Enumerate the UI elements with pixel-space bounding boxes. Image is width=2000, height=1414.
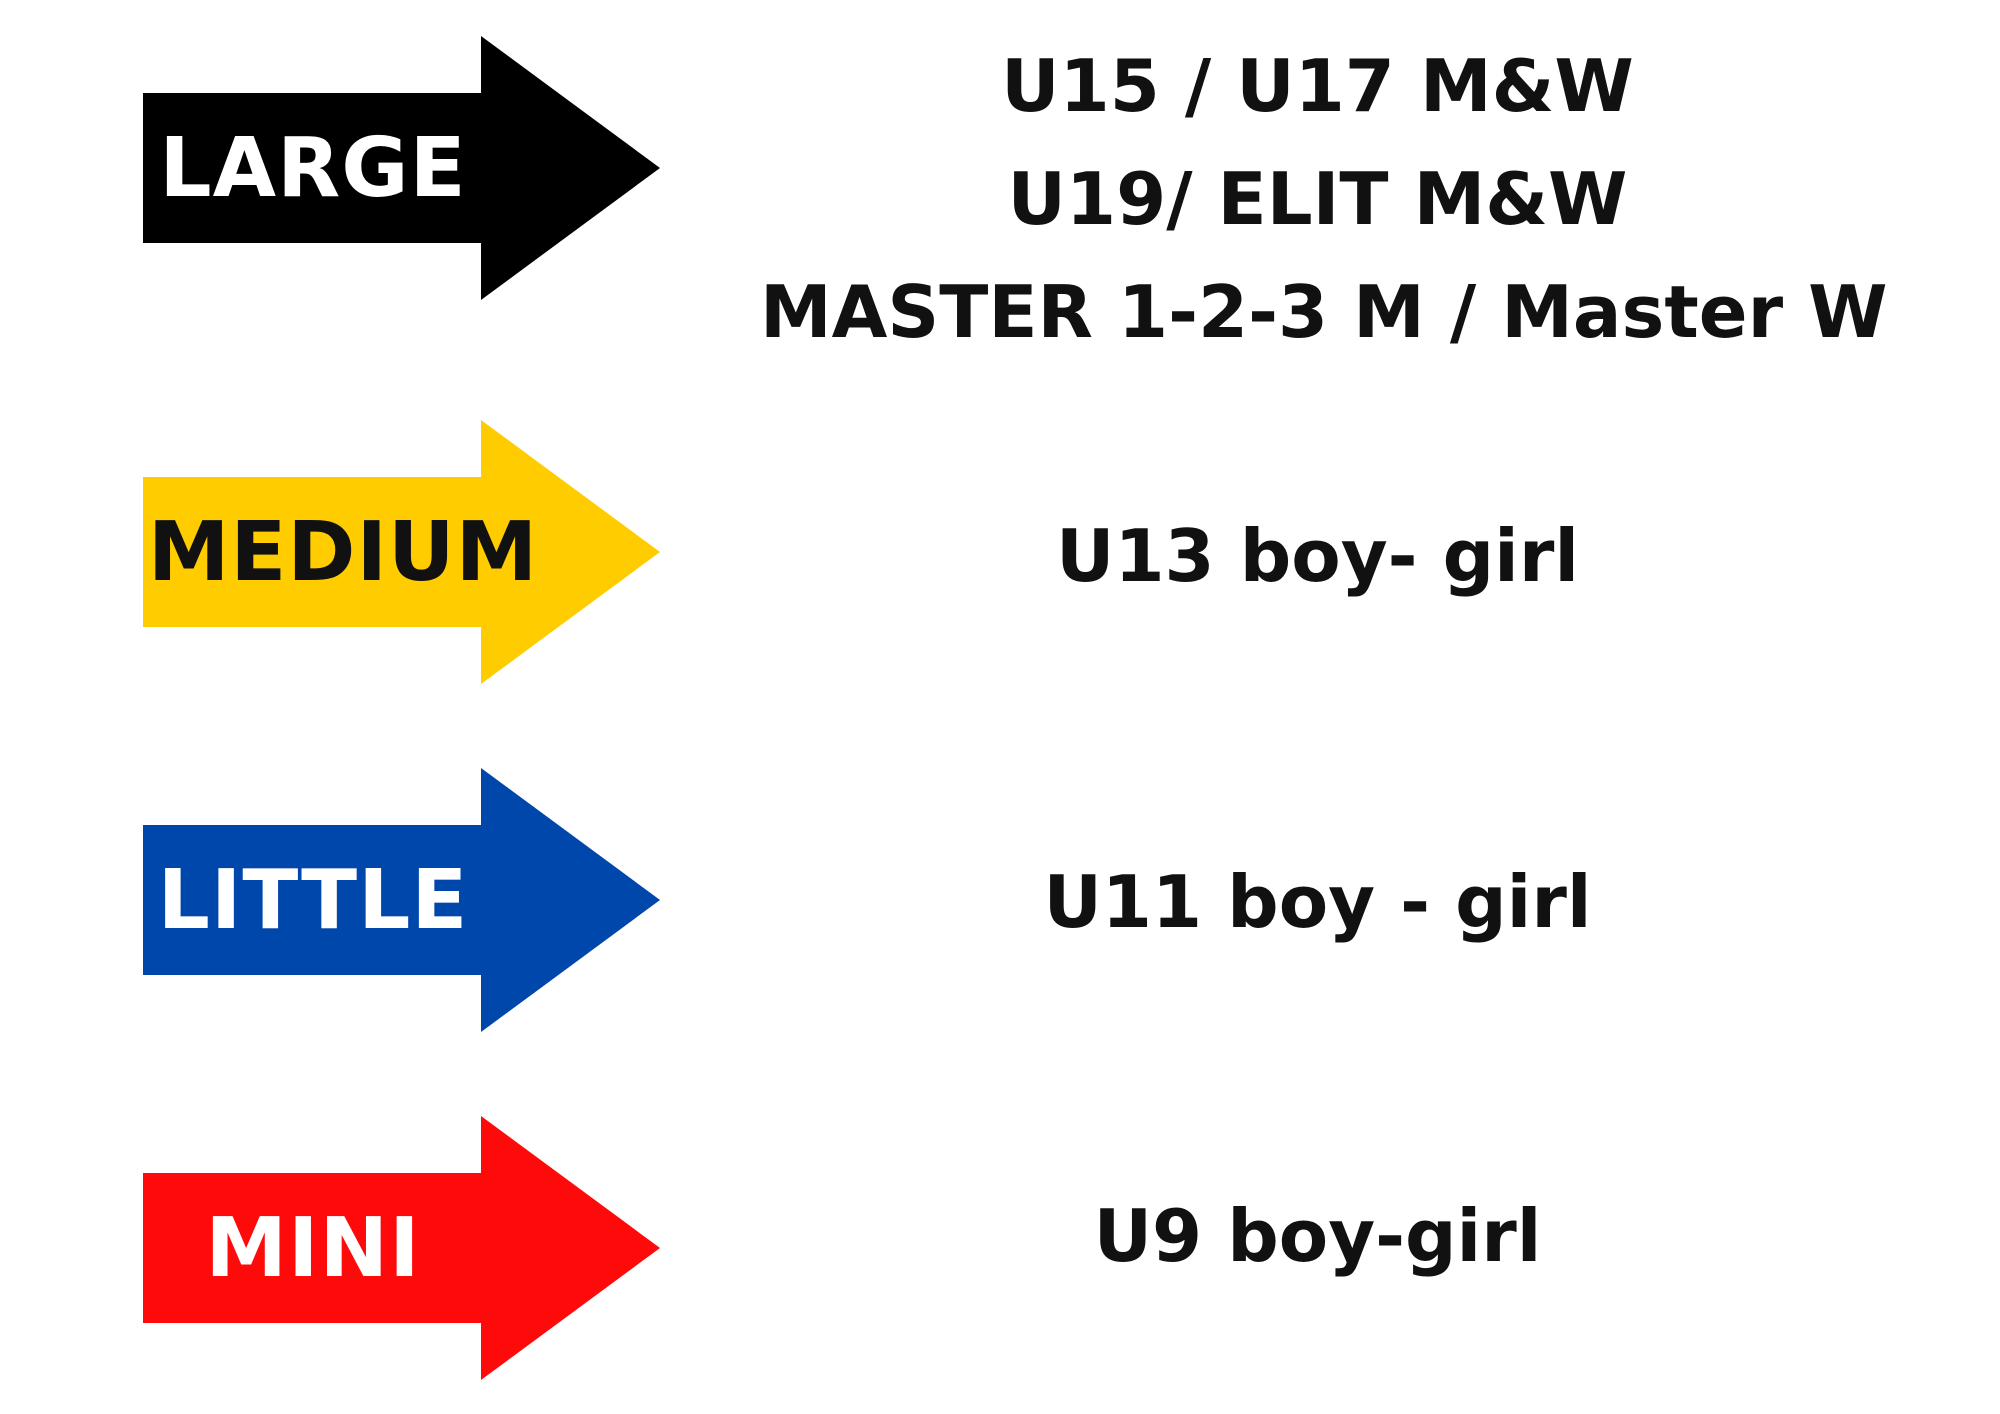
large-arrow: LARGE bbox=[143, 36, 660, 300]
mini-label: MINI bbox=[205, 1200, 421, 1296]
category-line: U13 boy- girl bbox=[1055, 514, 1580, 598]
category-line: U19/ ELIT M&W bbox=[1007, 157, 1628, 241]
large-label: LARGE bbox=[159, 120, 467, 216]
medium-label: MEDIUM bbox=[147, 504, 539, 600]
mini-arrow: MINI bbox=[143, 1116, 660, 1380]
category-line: U15 / U17 M&W bbox=[1001, 44, 1634, 128]
category-line: U11 boy - girl bbox=[1043, 860, 1592, 944]
little-label: LITTLE bbox=[157, 852, 469, 948]
arrow-shape-little bbox=[143, 768, 660, 1032]
medium-arrow: MEDIUM bbox=[143, 420, 660, 684]
category-line: MASTER 1-2-3 M / Master W bbox=[760, 270, 1888, 354]
medium-categories: U13 boy- girl bbox=[760, 500, 1875, 613]
large-categories: U15 / U17 M&W U19/ ELIT M&W MASTER 1-2-3… bbox=[760, 30, 1888, 369]
arrow-shape-medium bbox=[143, 420, 660, 684]
arrow-shape-mini bbox=[143, 1116, 660, 1380]
arrow-shape-large bbox=[143, 36, 660, 300]
category-line: U9 boy-girl bbox=[1093, 1194, 1542, 1278]
little-categories: U11 boy - girl bbox=[760, 846, 1875, 959]
mini-categories: U9 boy-girl bbox=[760, 1180, 1875, 1293]
little-arrow: LITTLE bbox=[143, 768, 660, 1032]
